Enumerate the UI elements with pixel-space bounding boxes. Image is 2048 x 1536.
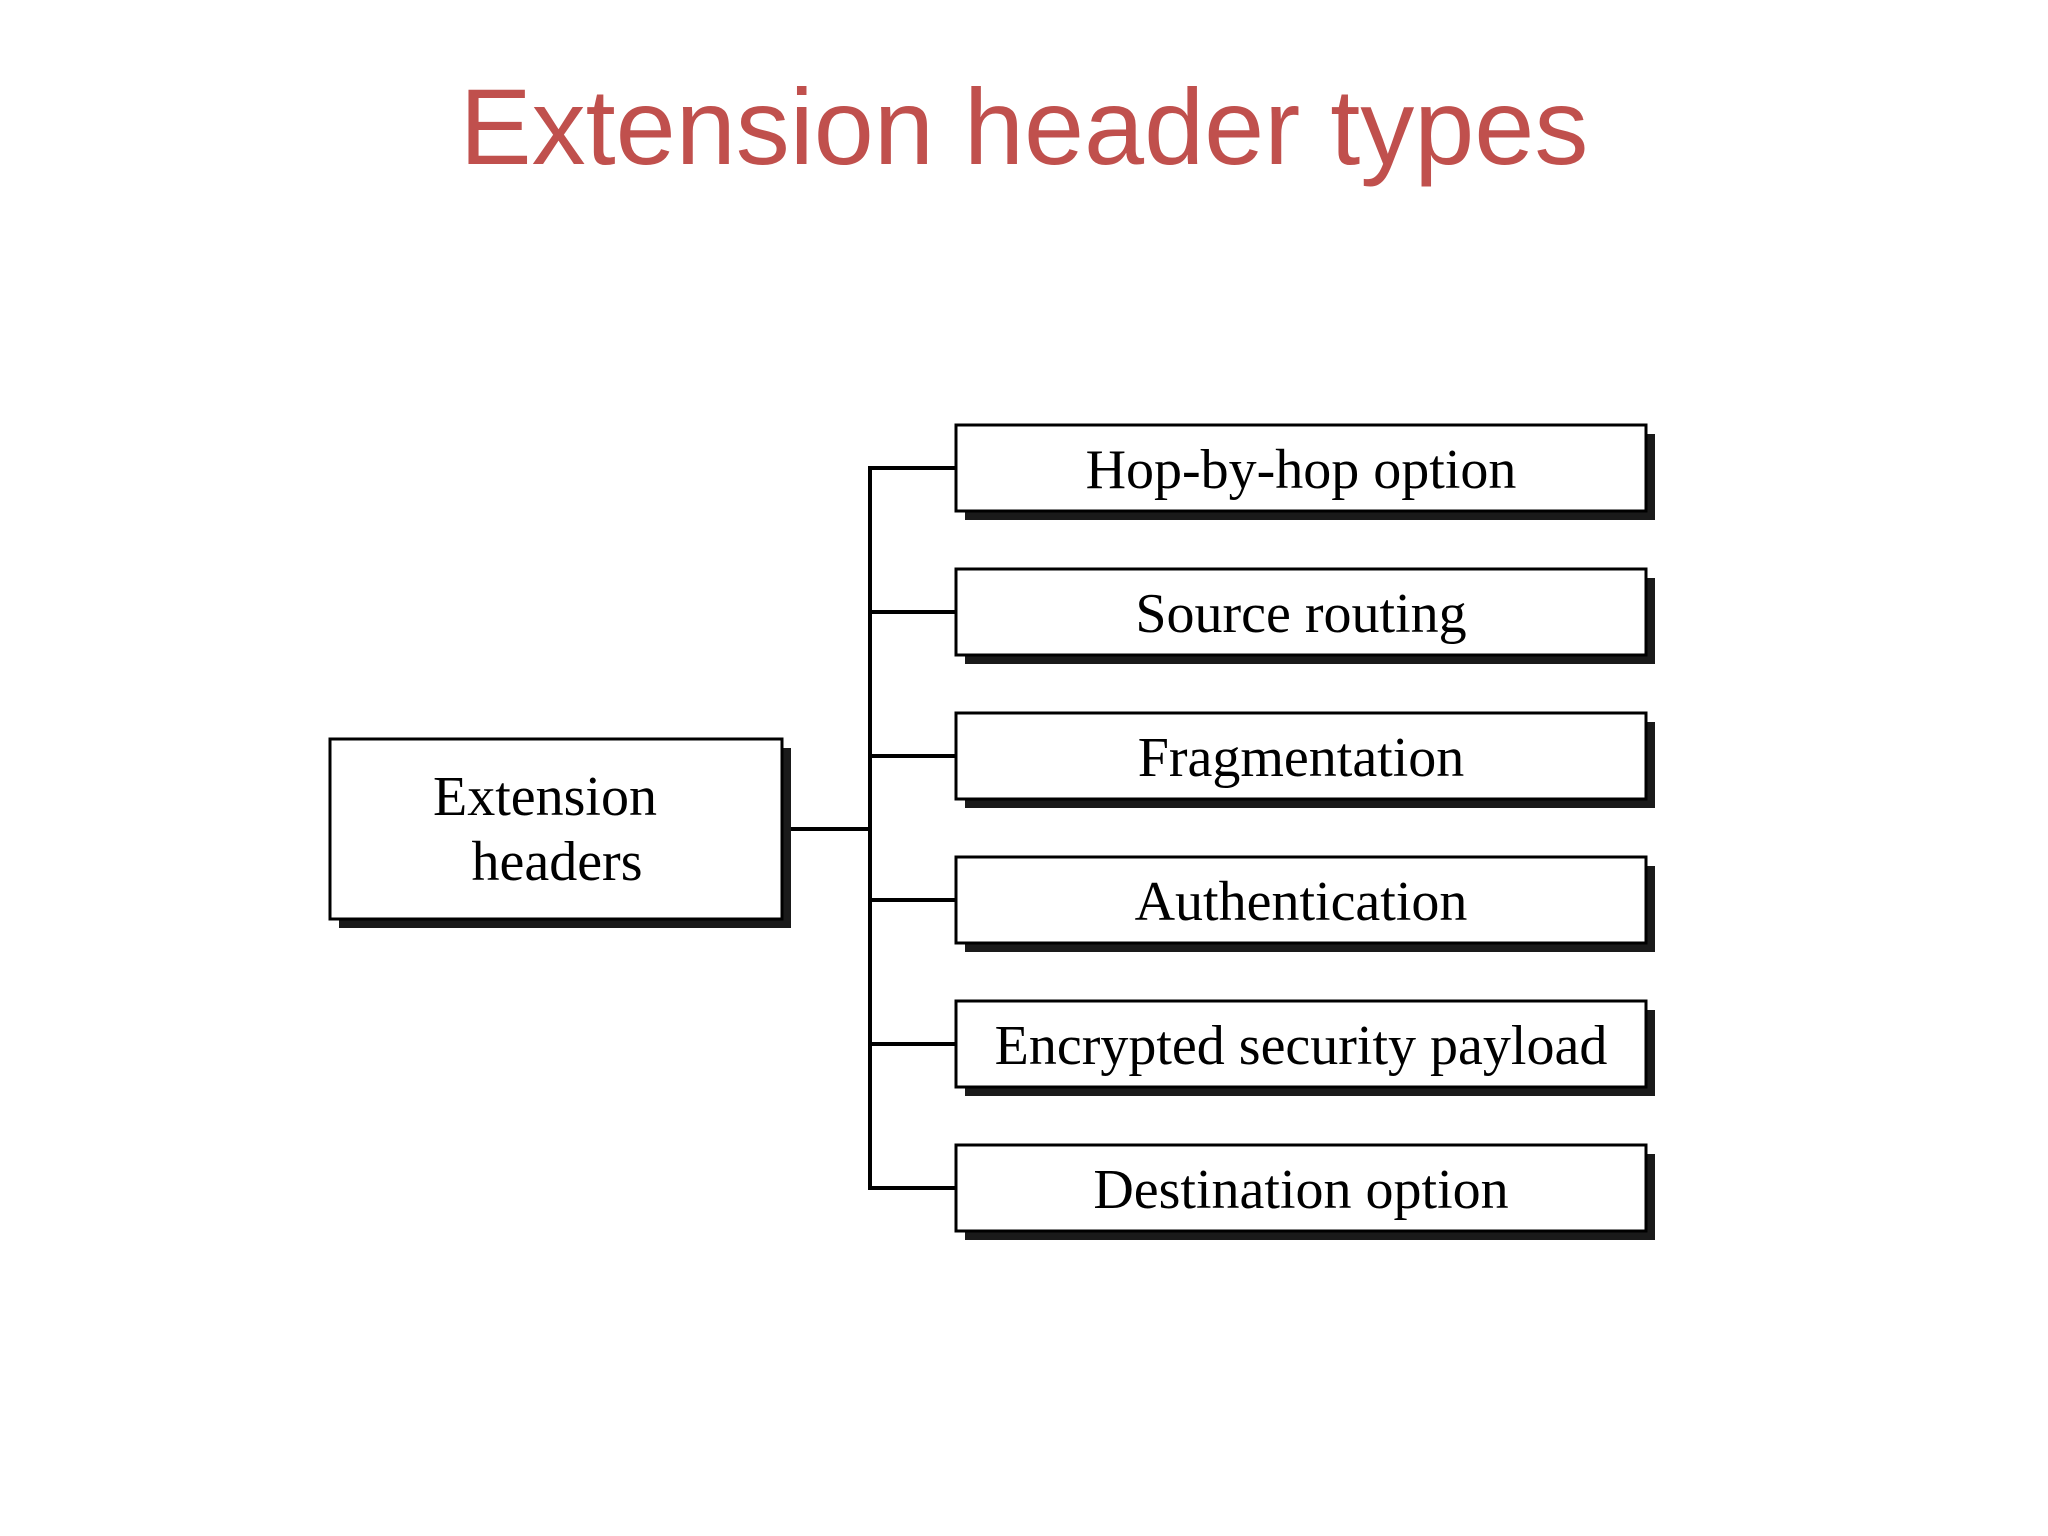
child-node-6: Destination option xyxy=(954,1143,1655,1240)
child-node-6-label: Destination option xyxy=(1093,1159,1508,1221)
root-node-label: Extension headers xyxy=(433,766,671,893)
child-node-5-box xyxy=(954,999,1648,1089)
root-node-label-line-1: Extension xyxy=(433,766,657,828)
child-node-4: Authentication xyxy=(954,855,1655,952)
child-node-1-box xyxy=(954,423,1648,513)
child-node-2: Source routing xyxy=(954,567,1655,664)
child-node-4-box xyxy=(954,855,1648,945)
child-node-5: Encrypted security payload xyxy=(954,999,1655,1096)
root-node: Extension headers xyxy=(328,737,791,928)
connector-lines xyxy=(782,466,956,1190)
child-node-4-label: Authentication xyxy=(1135,871,1468,933)
child-node-5-label: Encrypted security payload xyxy=(995,1015,1608,1077)
root-node-box xyxy=(328,737,784,921)
child-node-3-box xyxy=(954,711,1648,801)
child-node-3: Fragmentation xyxy=(954,711,1655,808)
child-node-1: Hop-by-hop option xyxy=(954,423,1655,520)
child-node-2-label: Source routing xyxy=(1135,583,1466,645)
child-node-1-label: Hop-by-hop option xyxy=(1086,439,1517,501)
child-node-2-box xyxy=(954,567,1648,657)
slide-title: Extension header types xyxy=(459,66,1589,187)
child-node-6-box xyxy=(954,1143,1648,1233)
child-node-3-label: Fragmentation xyxy=(1138,727,1465,789)
root-node-label-line-2: headers xyxy=(471,831,642,893)
